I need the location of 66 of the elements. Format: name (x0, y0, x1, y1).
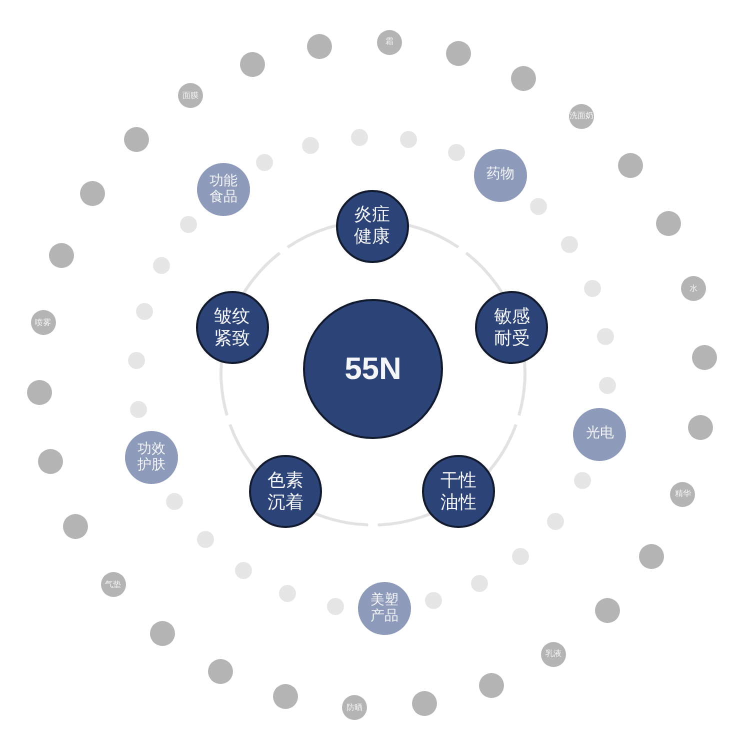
dot (510, 66, 536, 91)
dot (240, 52, 266, 77)
category-circle: 皱纹紧致 (196, 291, 269, 364)
category-circle: 炎症健康 (336, 190, 408, 262)
dot (512, 548, 530, 565)
dot (599, 376, 616, 394)
dot (412, 691, 437, 716)
product-circle: 面膜 (178, 83, 204, 108)
dot (166, 493, 183, 510)
product-circle: 防晒 (342, 695, 368, 720)
dot (596, 328, 614, 345)
dot (470, 574, 488, 592)
dot (478, 673, 504, 698)
dot (561, 236, 578, 253)
dot (546, 513, 564, 530)
field-circle: 功效护肤 (125, 431, 178, 484)
field-circle: 光电 (573, 408, 626, 461)
dot (594, 598, 620, 623)
dot (256, 154, 274, 172)
dot (153, 257, 170, 274)
field-circle: 功能食品 (196, 163, 250, 216)
dot (62, 514, 88, 539)
dot (208, 659, 234, 684)
dot (400, 131, 418, 148)
dot (48, 243, 74, 268)
dot (273, 684, 298, 710)
dot (150, 621, 175, 646)
product-circle: 乳液 (540, 642, 566, 667)
dot (424, 592, 442, 610)
product-circle: 精华 (670, 482, 696, 507)
dot (656, 211, 682, 236)
category-circle: 色素沉着 (249, 455, 322, 528)
dot (26, 380, 52, 405)
dot (38, 448, 63, 474)
dot (196, 531, 214, 548)
dot (618, 152, 644, 178)
dot (278, 584, 296, 602)
dot (530, 198, 548, 215)
dot (136, 303, 153, 320)
dot (446, 40, 471, 66)
dot (130, 401, 148, 418)
dot (128, 352, 145, 370)
dot (124, 127, 150, 152)
product-circle: 霜 (376, 30, 402, 55)
dot (574, 472, 591, 489)
dot (351, 128, 368, 146)
dot (80, 181, 106, 206)
core-circle: 55N (303, 299, 443, 439)
category-circle: 干性油性 (422, 455, 495, 528)
product-circle: 喷雾 (30, 310, 56, 336)
dot (326, 598, 344, 615)
dot (302, 136, 320, 154)
dot (692, 345, 718, 370)
dot (688, 414, 714, 440)
dot (448, 144, 466, 162)
dot (234, 562, 252, 580)
product-circle: 水 (681, 276, 706, 302)
product-circle: 洗面奶 (569, 104, 594, 129)
field-circle: 药物 (474, 148, 528, 202)
product-circle: 气垫 (100, 572, 126, 598)
dot (180, 216, 198, 233)
category-circle: 敏感耐受 (475, 291, 548, 364)
field-circle: 美塑产品 (358, 582, 411, 636)
dot (638, 544, 664, 569)
dot (307, 34, 332, 59)
dot (584, 280, 601, 297)
